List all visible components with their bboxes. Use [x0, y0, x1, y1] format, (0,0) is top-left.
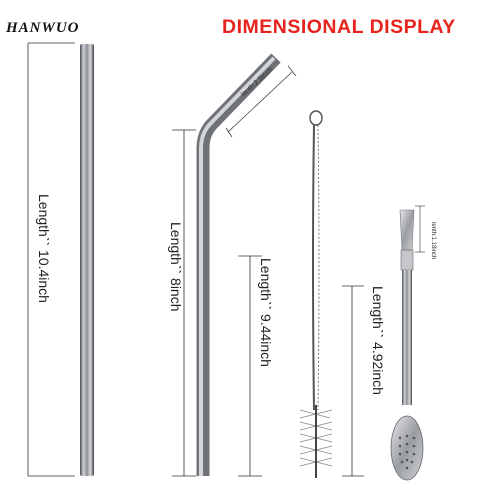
dimension-bracket-straight [27, 42, 75, 477]
dimension-bracket-spoon [342, 285, 364, 477]
bent-straw-length: Lengthˋˋ 8inch [168, 222, 184, 312]
headline: DIMENSIONAL DISPLAY [222, 16, 456, 38]
spoon-straw-length: Lengthˋˋ 4.92inch [370, 286, 386, 395]
straight-straw-length: Lengthˋˋ 10.4inch [36, 194, 52, 303]
brush-length: Lengthˋˋ 9.44inch [258, 258, 274, 367]
dimension-bracket-brush [238, 255, 262, 477]
spoon-tip-length: lenth:1.18inch [430, 222, 436, 260]
brand-logo: HANWUO [6, 20, 80, 36]
spoon-straw [390, 209, 424, 481]
dimension-bracket-bent [172, 129, 196, 477]
straight-straw [80, 44, 94, 476]
spoon-tip-dimension [415, 205, 425, 253]
bend-tip-dimension [225, 65, 297, 138]
cleaning-brush [299, 110, 333, 478]
